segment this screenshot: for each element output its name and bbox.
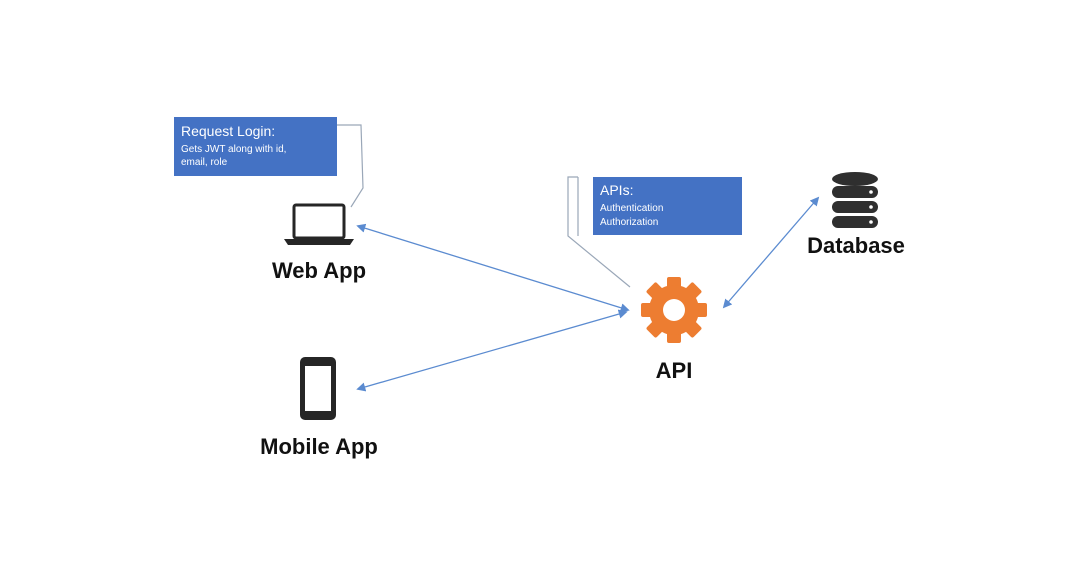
connector-web-app-api [356,223,630,313]
api-label: API [656,358,693,383]
callout-apis-line-1: Authentication [600,203,663,214]
node-api: API [641,277,707,383]
callout-apis-leader [567,176,631,288]
callout-login-title: Request Login: [181,123,275,139]
web-app-label: Web App [272,258,366,283]
connector-mobile-app-api [356,309,628,392]
callout-request-login: Request Login: Gets JWT along with id, e… [174,117,364,208]
callout-apis-title: APIs: [600,182,633,198]
callout-login-line-2: email, role [181,157,228,168]
callout-login-leader [337,124,364,208]
database-icon [832,172,878,228]
database-label: Database [807,233,905,258]
callout-login-line-1: Gets JWT along with id, [181,144,286,155]
gear-icon [641,277,707,343]
connectors [356,196,820,392]
laptop-icon [284,203,354,245]
callout-apis: APIs: Authentication Authorization [567,176,742,288]
node-database: Database [807,172,905,258]
node-web-app: Web App [272,203,366,283]
callout-apis-line-2: Authorization [600,217,658,228]
connector-api-database [722,196,820,309]
mobile-app-label: Mobile App [260,434,378,459]
smartphone-icon [300,357,336,420]
callout-apis-box [593,177,742,235]
node-mobile-app: Mobile App [260,357,378,459]
callout-login-box [174,117,337,176]
